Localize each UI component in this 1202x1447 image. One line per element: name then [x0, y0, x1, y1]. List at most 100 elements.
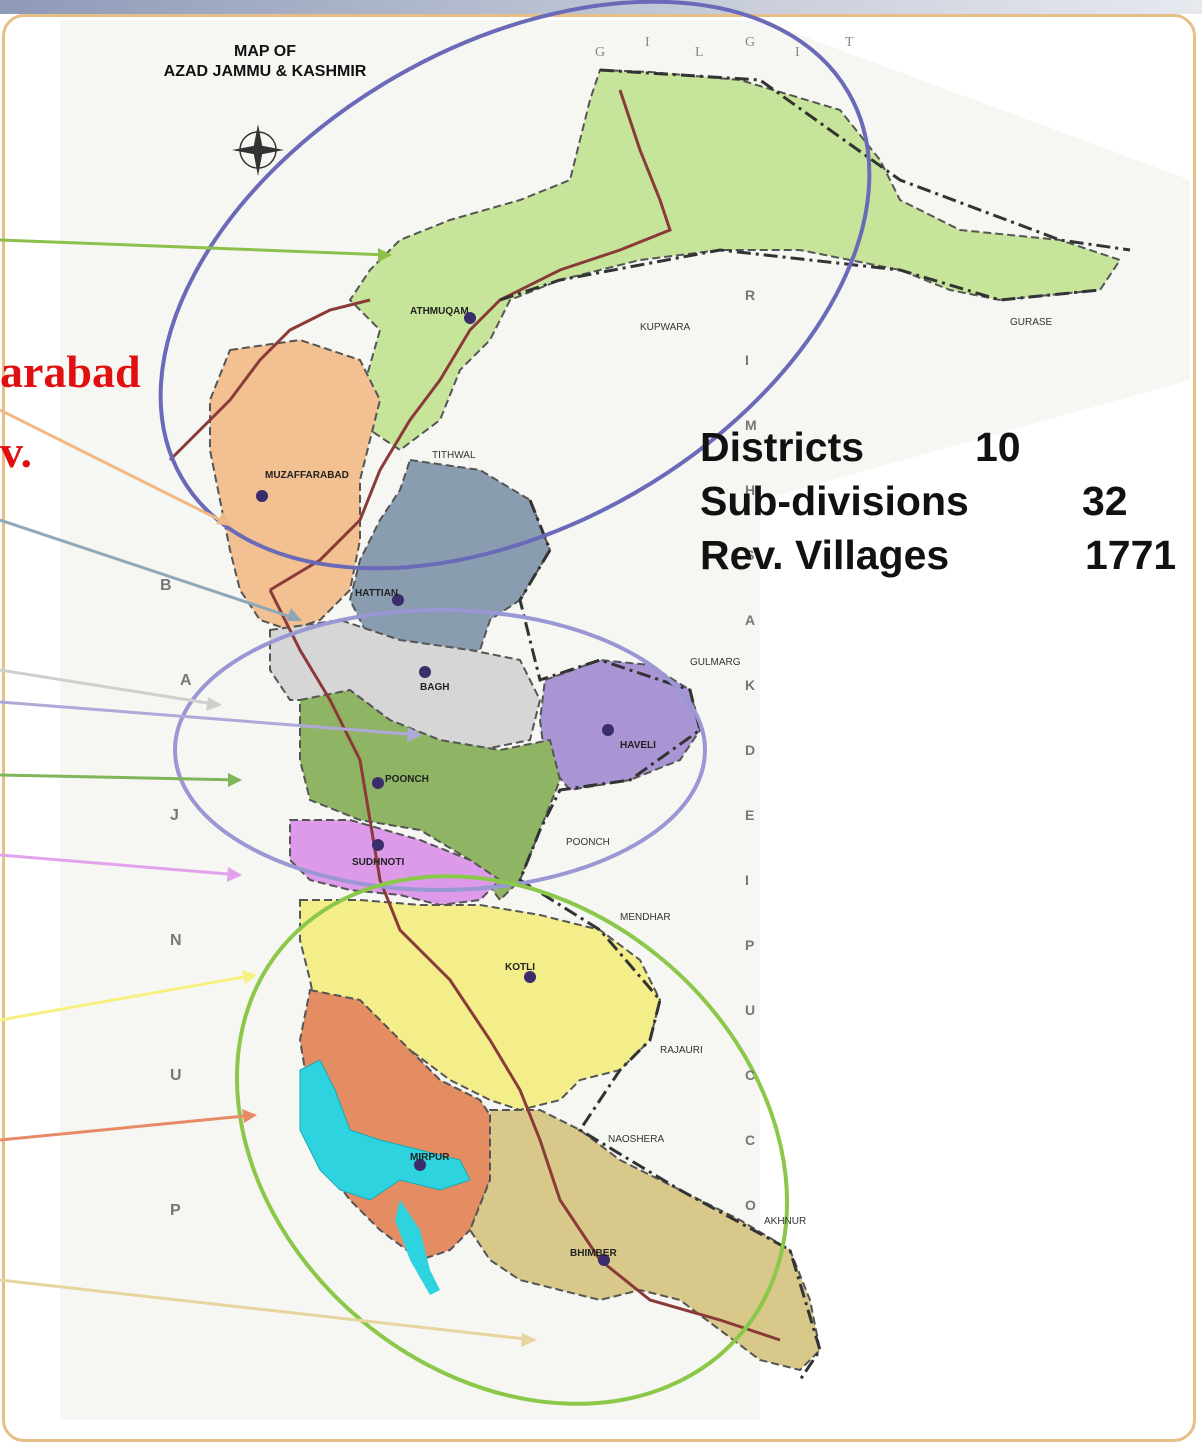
map-title-line1: MAP OF: [234, 43, 296, 60]
lake-tail: [395, 1200, 440, 1295]
side-letter-right: C: [745, 1067, 755, 1083]
hq-muzaffarabad: [256, 490, 268, 502]
side-letter-right: I: [745, 352, 749, 368]
stat-row-subdivisions: Sub-divisions 32: [700, 474, 1140, 528]
district-muzaffarabad: [209, 338, 382, 632]
top-letter: I: [645, 35, 650, 50]
label-akhnur: AKHNUR: [764, 1216, 806, 1227]
hq-markers: [256, 312, 614, 1266]
arrow-neelum: [0, 238, 391, 257]
side-letter-left: U: [170, 1067, 182, 1084]
arrow-sudhnoti: [0, 853, 241, 877]
district-sudhnoti: [289, 819, 502, 907]
label-hattian: HATTIAN: [355, 588, 398, 599]
stats-panel: Districts 10 Sub-divisions 32 Rev. Villa…: [700, 420, 1195, 582]
hq-bagh: [419, 666, 431, 678]
hq-hattian: [392, 594, 404, 606]
district-bagh: [269, 618, 542, 752]
side-letter-right: D: [745, 742, 755, 758]
top-letter: T: [845, 35, 854, 50]
map-title-line2: AZAD JAMMU & KASHMIR: [163, 63, 367, 80]
stat-label: Rev. Villages: [700, 532, 950, 578]
arrow-bagh: [0, 668, 221, 707]
hq-haveli: [602, 724, 614, 736]
side-letter-right: O: [745, 1197, 756, 1213]
label-muzaffarabad: MUZAFFARABAD: [265, 470, 349, 481]
arrow-muzaffarabad: [0, 408, 231, 527]
pointer-arrows: [0, 238, 537, 1347]
map-title: MAP OF AZAD JAMMU & KASHMIR: [150, 42, 380, 82]
side-letter-left: A: [180, 672, 192, 689]
label-mirpur: MIRPUR: [410, 1152, 450, 1163]
label-haveli: HAVELI: [620, 740, 656, 751]
red-label-line2: v.: [0, 426, 32, 477]
label-gulmarg: GULMARG: [690, 657, 741, 668]
arrow-kotli: [0, 973, 256, 1022]
side-letter-right: U: [745, 1002, 755, 1018]
red-label-line1: arabad: [0, 346, 141, 397]
top-letter: L: [695, 45, 704, 60]
hq-mirpur: [414, 1159, 426, 1171]
label-bhimber: BHIMBER: [570, 1248, 617, 1259]
side-letter-left: P: [170, 1202, 181, 1219]
side-letter-left: N: [170, 932, 182, 949]
ellipse-north-division: [158, 0, 872, 571]
hq-bhimber: [598, 1254, 610, 1266]
stat-label: Sub-divisions: [700, 478, 969, 524]
top-letter: G: [745, 35, 755, 50]
side-letter-right: S: [745, 547, 754, 563]
label-bagh: BAGH: [420, 682, 449, 693]
label-kupwara: KUPWARA: [640, 322, 691, 333]
side-letter-left: B: [160, 577, 172, 594]
ellipse-middle-division: [173, 608, 707, 892]
side-letter-right: E: [745, 807, 754, 823]
side-letter-right: K: [745, 677, 755, 693]
side-letter-right: M: [745, 417, 757, 433]
side-letter-right: A: [745, 612, 755, 628]
label-tithwal: TITHWAL: [432, 450, 476, 461]
compass-rose-icon: [232, 124, 284, 176]
label-poonch: POONCH: [385, 774, 429, 785]
stat-label: Districts: [700, 424, 865, 470]
label-poonch-east: POONCH: [566, 837, 610, 848]
line-of-control: [499, 68, 1131, 1381]
side-letters-punjab: P U N J A B: [160, 577, 192, 1219]
side-letters-occupied-kashmir: O C C U P I E D K A S H M I R: [745, 287, 757, 1213]
stat-value: 10: [975, 424, 1021, 470]
road-neelum: [269, 89, 672, 592]
label-sudhnoti: SUDHNOTI: [352, 857, 404, 868]
side-letter-left: J: [170, 807, 179, 824]
district-bhimber: [468, 1109, 822, 1372]
hq-athmuqam: [464, 312, 476, 324]
district-neelum: [348, 68, 1122, 452]
label-rajauri: RAJAURI: [660, 1045, 703, 1056]
label-gurase: GURASE: [1010, 317, 1053, 328]
side-letter-right: P: [745, 937, 754, 953]
top-letter: I: [795, 45, 800, 60]
arrow-haveli: [0, 700, 421, 737]
arrow-mirpur: [0, 1113, 256, 1142]
label-naoshera: NAOSHERA: [608, 1134, 664, 1145]
stat-value: 1771: [1085, 532, 1177, 578]
label-kotli: KOTLI: [505, 962, 535, 973]
hq-kotli: [524, 971, 536, 983]
side-letter-right: R: [745, 287, 755, 303]
arrow-hattian: [0, 518, 301, 622]
label-mendhar: MENDHAR: [620, 912, 671, 923]
arrow-bhimber: [0, 1278, 536, 1342]
hq-poonch: [372, 777, 384, 789]
arrow-poonch: [0, 773, 241, 782]
stat-row-districts: Districts 10: [700, 420, 1140, 474]
hq-sudhnoti: [372, 839, 384, 851]
road-west: [168, 298, 371, 462]
stat-row-rev-villages: Rev. Villages 1771: [700, 528, 1195, 582]
side-letter-right: I: [745, 872, 749, 888]
mangla-lake: [299, 1059, 471, 1201]
stat-value: 32: [1082, 478, 1128, 524]
top-letter: G: [595, 45, 605, 60]
label-athmuqam: ATHMUQAM: [410, 306, 469, 317]
side-letter-right: H: [745, 482, 755, 498]
side-letter-right: C: [745, 1132, 755, 1148]
